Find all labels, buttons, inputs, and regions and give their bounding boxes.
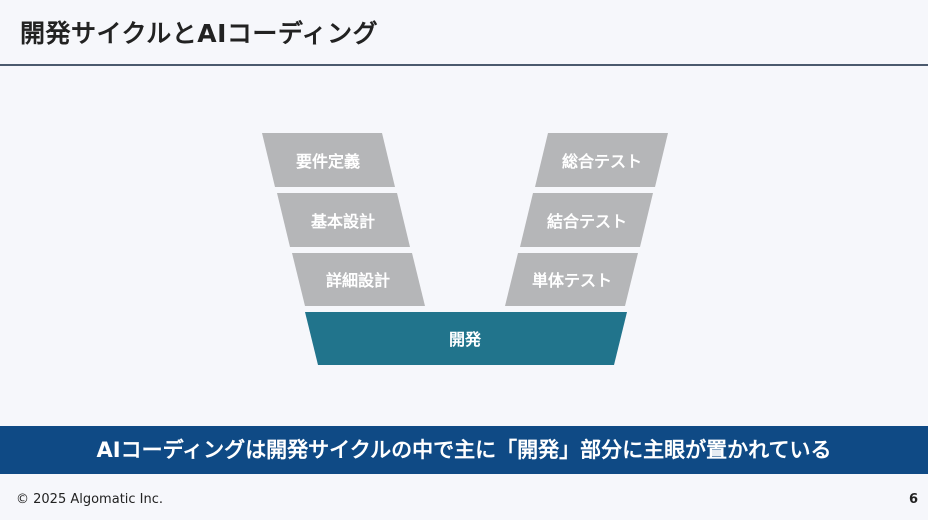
conclusion-banner-text: AIコーディングは開発サイクルの中で主に「開発」部分に主眼が置かれている: [96, 438, 832, 462]
right-step-integration-test: 結合テスト: [520, 193, 653, 247]
right-step-system-test-label: 総合テスト: [562, 152, 642, 171]
conclusion-banner: AIコーディングは開発サイクルの中で主に「開発」部分に主眼が置かれている: [0, 426, 928, 474]
development-step: 開発: [305, 312, 627, 365]
right-step-system-test: 総合テスト: [535, 133, 668, 187]
development-step-label: 開発: [449, 330, 482, 349]
left-step-basic-design-shape: [277, 193, 410, 247]
left-step-requirements-label: 要件定義: [296, 152, 360, 171]
right-step-integration-test-shape: [520, 193, 653, 247]
page-number: 6: [908, 492, 918, 507]
left-step-requirements: 要件定義: [262, 133, 395, 187]
right-step-unit-test-shape: [505, 253, 638, 306]
right-step-integration-test-label: 結合テスト: [547, 212, 627, 231]
development-step-shape: [305, 312, 627, 365]
copyright-text: © 2025 Algomatic Inc.: [16, 492, 164, 507]
title-divider: [0, 64, 928, 66]
left-step-detailed-design: 詳細設計: [292, 253, 425, 306]
left-step-requirements-shape: [262, 133, 395, 187]
slide-title: 開発サイクルとAIコーディング: [20, 19, 379, 48]
right-step-unit-test: 単体テスト: [505, 253, 638, 306]
left-step-basic-design: 基本設計: [277, 193, 410, 247]
right-step-system-test-shape: [535, 133, 668, 187]
right-step-unit-test-label: 単体テスト: [532, 271, 612, 290]
left-step-basic-design-label: 基本設計: [310, 212, 375, 231]
left-step-detailed-design-label: 詳細設計: [326, 271, 390, 290]
left-step-detailed-design-shape: [292, 253, 425, 306]
